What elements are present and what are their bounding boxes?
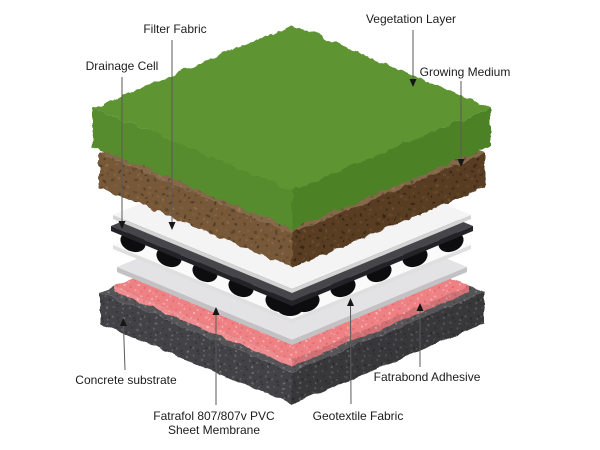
soil-left-shade <box>99 153 292 267</box>
membrane-right-face <box>292 267 467 345</box>
arrow-down-icon <box>409 79 417 87</box>
callouts: Vegetation Layer Filter Fabric Drainage … <box>75 12 510 437</box>
grass-right-face <box>292 108 491 229</box>
layer-vegetation <box>93 25 491 229</box>
callout-line <box>123 325 126 371</box>
concrete-right-shade <box>292 292 484 404</box>
callout-drainage-cell: Drainage Cell <box>86 59 159 229</box>
callout-geotextile-fabric: Geotextile Fabric <box>313 298 404 423</box>
label-growing-medium: Growing Medium <box>420 65 511 79</box>
adhesive-right-shade <box>292 286 470 366</box>
callout-filter-fabric: Filter Fabric <box>143 22 207 230</box>
label-filter-fabric: Filter Fabric <box>143 22 206 36</box>
label-geotextile-fabric: Geotextile Fabric <box>313 409 404 423</box>
label-concrete-substrate: Concrete substrate <box>75 373 177 387</box>
membrane-left-face <box>117 267 292 345</box>
arrow-down-icon <box>457 159 465 167</box>
arrow-up-icon <box>416 303 424 311</box>
drainage-left-face <box>111 226 292 306</box>
callout-pvc-membrane: Fatrafol 807/807v PVC Sheet Membrane <box>153 307 275 437</box>
label-fatrabond-adhesive: Fatrabond Adhesive <box>374 370 481 384</box>
callout-line <box>350 305 352 405</box>
filter-right-face <box>292 215 471 293</box>
geotextile-left-face <box>113 245 292 323</box>
soil-right-shade <box>292 153 485 267</box>
callout-vegetation-layer: Vegetation Layer <box>366 12 456 87</box>
callout-concrete-substrate: Concrete substrate <box>75 318 177 387</box>
concrete-left-shade <box>100 292 292 404</box>
arrow-down-icon <box>168 222 176 230</box>
adhesive-left-shade <box>114 286 292 366</box>
label-vegetation-layer: Vegetation Layer <box>366 12 456 26</box>
arrow-down-icon <box>118 221 126 229</box>
callout-fatrabond-adhesive: Fatrabond Adhesive <box>374 303 481 384</box>
arrow-up-icon <box>212 307 220 315</box>
geotextile-right-face <box>292 245 471 323</box>
grass-left-face <box>93 108 292 229</box>
label-pvc-membrane-line1: Fatrafol 807/807v PVC <box>153 409 275 423</box>
callout-growing-medium: Growing Medium <box>420 65 511 167</box>
arrow-up-icon <box>347 298 354 306</box>
label-pvc-membrane-line2: Sheet Membrane <box>168 423 260 437</box>
drainage-right-face <box>292 226 473 306</box>
filter-left-face <box>113 215 292 293</box>
arrow-up-icon <box>120 318 127 326</box>
label-drainage-cell: Drainage Cell <box>86 59 159 73</box>
